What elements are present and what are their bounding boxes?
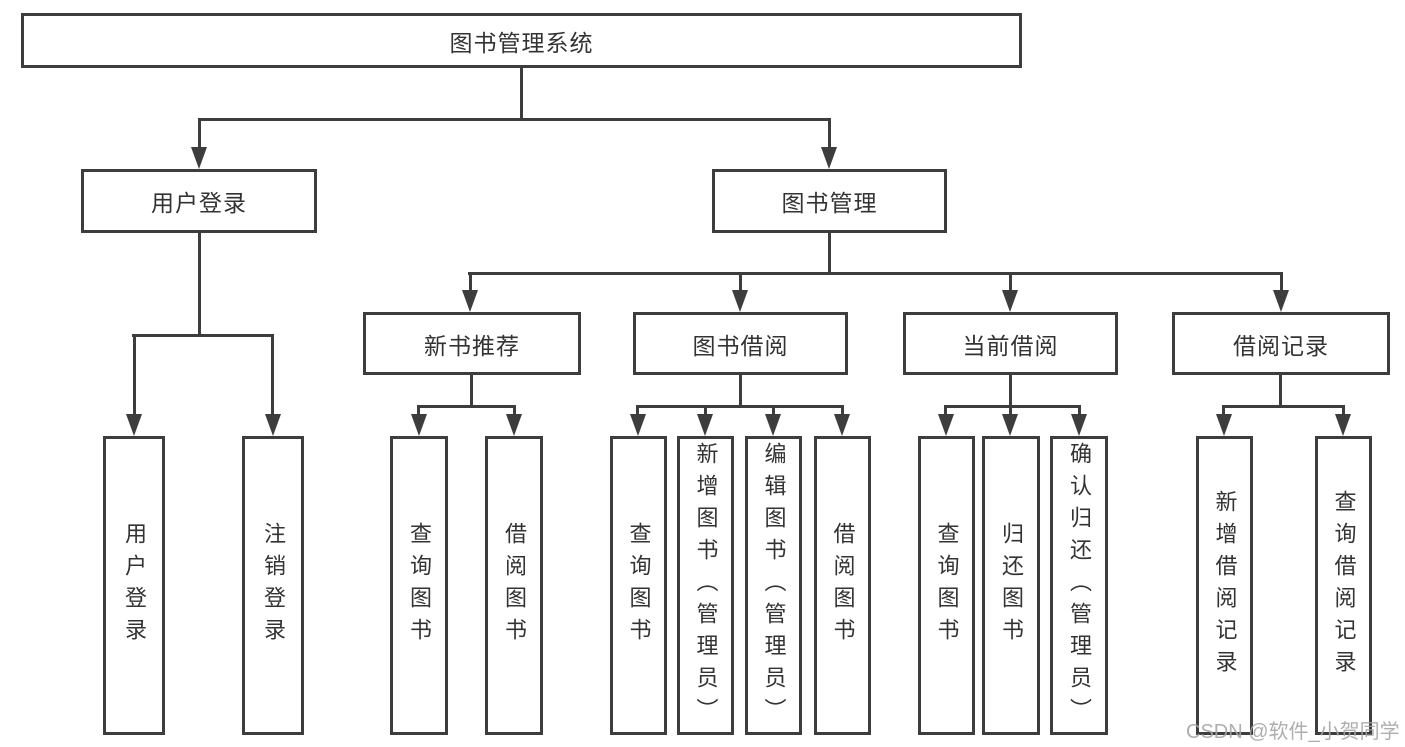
leaf-query-books-recommend-label: 查询图书 [407,521,432,650]
csdn-watermark: CSDN @软件_小贺同学 [1186,721,1400,743]
connector-line [1009,272,1012,292]
arrow-down-icon [1002,414,1018,436]
node-book-borrowing-label: 图书借阅 [692,332,789,359]
node-book-management: 图书管理 [712,169,947,233]
leaf-return-book-label: 归还图书 [999,521,1024,650]
node-borrowing-records-label: 借阅记录 [1233,332,1329,359]
arrow-down-icon [821,147,837,169]
leaf-query-borrow-record-label: 查询借阅记录 [1331,489,1357,682]
leaf-add-borrow-record-label: 新增借阅记录 [1212,489,1238,682]
arrow-down-icon [630,414,646,436]
arrow-down-icon [191,147,207,169]
connector-line [828,233,831,275]
leaf-add-borrow-record: 新增借阅记录 [1196,436,1253,735]
leaf-query-books-current-label: 查询图书 [934,521,960,650]
arrow-down-icon [506,414,522,436]
arrow-down-icon [1002,290,1018,312]
leaf-query-borrow-record: 查询借阅记录 [1315,436,1372,735]
leaf-borrow-books-borrowing-label: 借阅图书 [830,521,856,650]
node-root: 图书管理系统 [21,13,1022,68]
arrow-down-icon [1071,414,1087,436]
leaf-return-book: 归还图书 [982,436,1040,735]
connector-line [841,405,844,416]
arrow-down-icon [938,414,954,436]
leaf-borrow-books-borrowing: 借阅图书 [814,436,871,735]
connector-line [417,405,516,408]
connector-line [132,334,274,337]
connector-line [1279,375,1282,408]
arrow-down-icon [1216,414,1232,436]
connector-line [636,405,639,416]
node-new-book-recommend-label: 新书推荐 [424,332,520,359]
leaf-add-book-admin: 新增图书（管理员） [677,436,734,735]
leaf-confirm-return-admin: 确认归还（管理员） [1050,436,1108,735]
connector-line [772,405,775,416]
leaf-user-login-label: 用户登录 [122,521,147,650]
connector-line [1222,405,1345,408]
arrow-down-icon [411,414,427,436]
connector-line [469,272,472,292]
connector-line [417,405,420,416]
connector-line [704,405,707,416]
connector-line [1342,405,1345,416]
node-new-book-recommend: 新书推荐 [363,312,581,375]
connector-line [739,272,742,292]
leaf-query-books-recommend: 查询图书 [390,436,448,735]
leaf-logout: 注销登录 [242,436,304,735]
connector-line [198,118,831,121]
arrow-down-icon [1273,290,1289,312]
leaf-logout-label: 注销登录 [261,521,286,650]
arrow-down-icon [462,290,478,312]
node-book-management-label: 图书管理 [781,190,878,216]
connector-line [470,375,473,408]
connector-line [513,405,516,416]
connector-line [828,118,831,150]
connector-line [1078,405,1081,416]
node-current-borrowing: 当前借阅 [903,312,1118,375]
leaf-edit-book-admin-label: 编辑图书（管理员） [761,441,787,730]
node-book-borrowing: 图书借阅 [633,312,848,375]
leaf-query-books-borrowing: 查询图书 [610,436,667,735]
connector-line [1009,405,1012,416]
node-user-login-label: 用户登录 [151,190,247,216]
connector-line [1009,375,1012,408]
arrow-down-icon [732,290,748,312]
connector-line [1222,405,1225,416]
connector-line [636,405,844,408]
arrow-down-icon [697,414,713,436]
node-root-label: 图书管理系统 [449,29,594,56]
connector-line [198,233,201,337]
arrow-down-icon [834,414,850,436]
leaf-edit-book-admin: 编辑图书（管理员） [745,436,802,735]
connector-line [133,334,136,416]
node-user-login: 用户登录 [81,169,317,233]
connector-line [739,375,742,408]
arrow-down-icon [265,414,281,436]
connector-line [520,68,523,121]
leaf-borrow-books-recommend-label: 借阅图书 [502,521,527,650]
arrow-down-icon [1335,414,1351,436]
connector-line [944,405,947,416]
connector-line [944,405,1081,408]
leaf-query-books-borrowing-label: 查询图书 [626,521,652,650]
leaf-borrow-books-recommend: 借阅图书 [485,436,543,735]
arrow-down-icon [126,414,142,436]
arrow-down-icon [765,414,781,436]
leaf-user-login: 用户登录 [103,436,165,735]
leaf-add-book-admin-label: 新增图书（管理员） [693,441,719,730]
connector-line [271,334,274,416]
leaf-query-books-current: 查询图书 [918,436,975,735]
node-borrowing-records: 借阅记录 [1172,312,1390,375]
leaf-confirm-return-admin-label: 确认归还（管理员） [1067,441,1092,730]
connector-line [1280,272,1283,292]
connector-line [198,118,201,150]
connector-line [468,272,1282,275]
node-current-borrowing-label: 当前借阅 [962,332,1059,359]
